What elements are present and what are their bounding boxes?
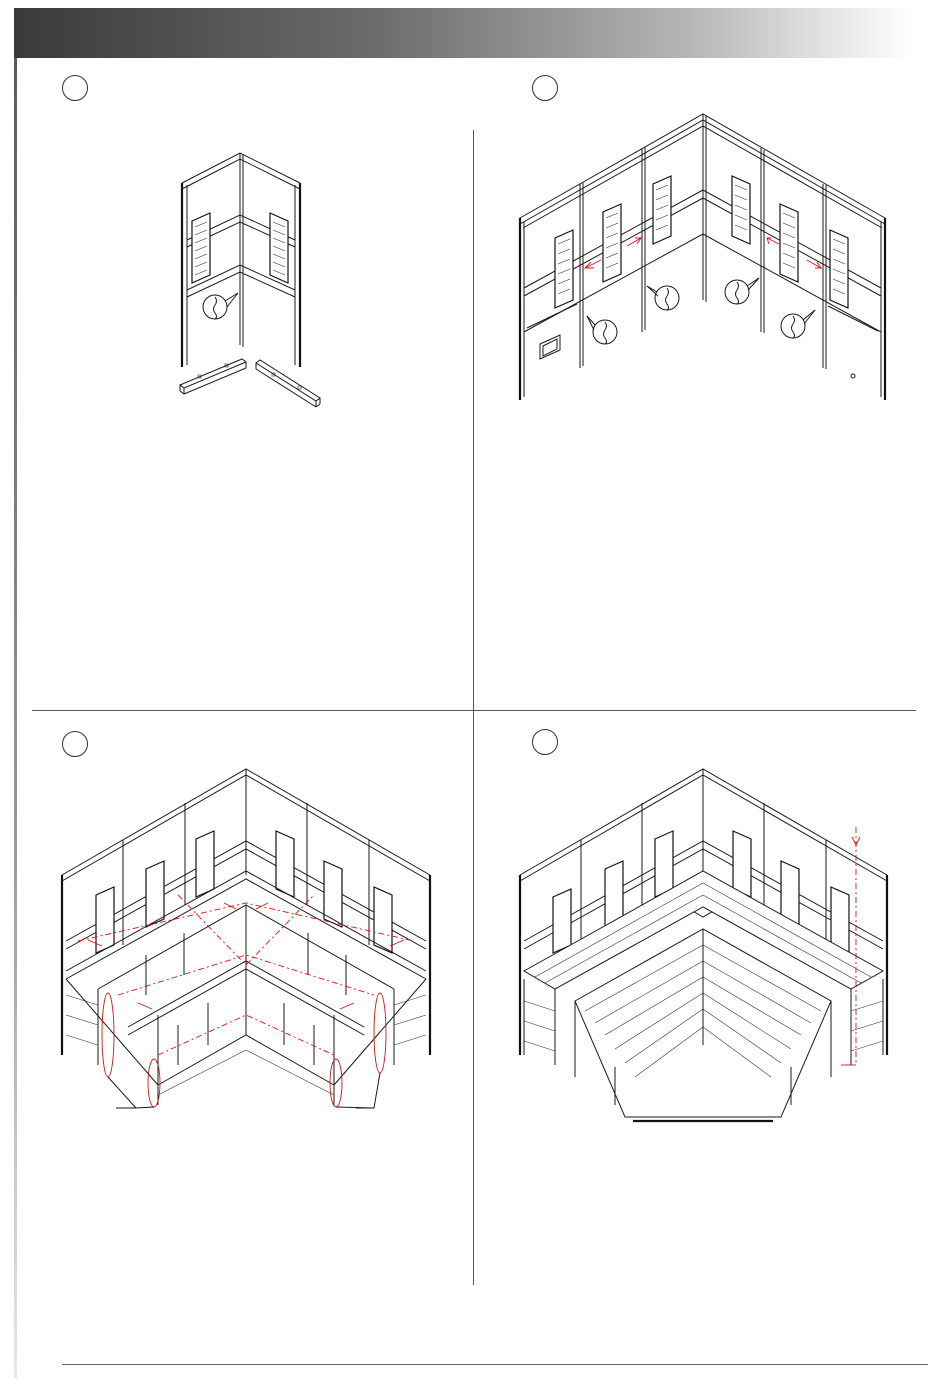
step-3-diagram — [58, 765, 438, 1125]
heater-icon — [732, 176, 750, 244]
step-1-circle — [62, 75, 88, 101]
heater-icon — [270, 213, 288, 283]
heater-icon — [96, 887, 114, 953]
step-2-diagram — [515, 110, 890, 405]
heater-icon — [324, 861, 342, 927]
step-3-circle — [62, 731, 88, 757]
floor-rail — [256, 360, 320, 407]
footer-line — [62, 1364, 928, 1365]
heater-icon — [830, 230, 848, 308]
heater-icon — [655, 831, 673, 897]
floor-rail — [180, 359, 246, 394]
heater-icon — [276, 831, 294, 897]
heater-icon — [192, 213, 210, 283]
heater-icon — [733, 831, 751, 897]
heater-icon — [653, 176, 671, 244]
page-left-edge — [14, 58, 17, 1378]
divider-horizontal — [32, 710, 916, 711]
divider-vertical-bottom — [473, 711, 474, 1285]
heater-icon — [555, 230, 573, 308]
step-4-circle — [532, 729, 558, 755]
step-4-diagram — [515, 765, 895, 1130]
heater-icon — [780, 204, 798, 282]
heater-icon — [146, 861, 164, 927]
step-1-diagram — [170, 145, 330, 410]
heater-icon — [196, 831, 214, 897]
header-bar — [14, 8, 912, 58]
heater-icon — [553, 889, 571, 953]
divider-vertical-top — [473, 130, 474, 710]
step-2-circle — [532, 75, 558, 101]
heater-icon — [603, 204, 621, 282]
